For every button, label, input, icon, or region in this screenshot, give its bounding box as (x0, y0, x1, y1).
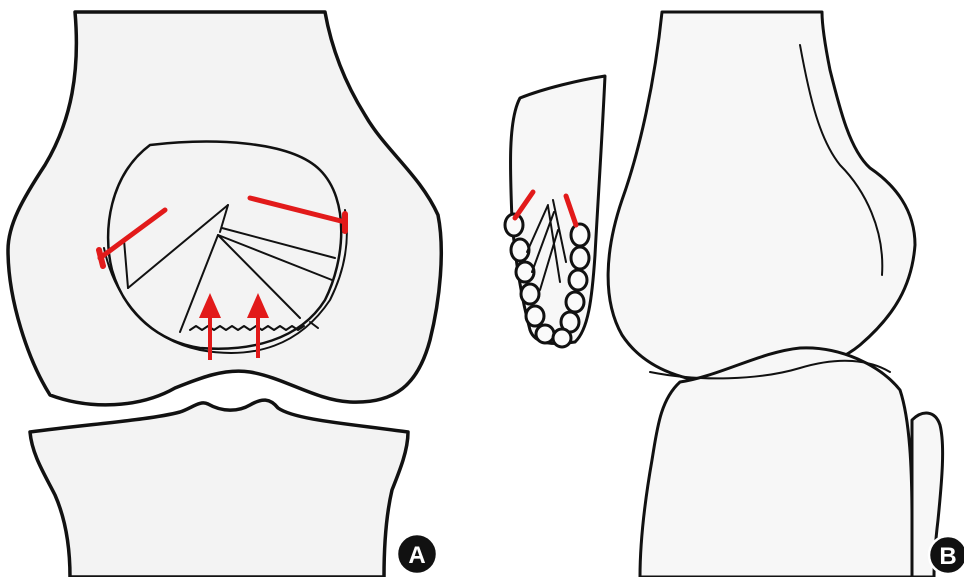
panel-b-label: B (939, 543, 956, 570)
panel-a: A (8, 12, 441, 577)
panel-b-badge: B (929, 536, 964, 574)
panel-b: B (505, 12, 964, 577)
panel-a-label: A (408, 542, 425, 569)
tibia-lateral (640, 348, 912, 577)
femur-lateral (608, 12, 915, 382)
panel-a-badge: A (397, 534, 437, 574)
tibia-anterior (30, 400, 408, 577)
